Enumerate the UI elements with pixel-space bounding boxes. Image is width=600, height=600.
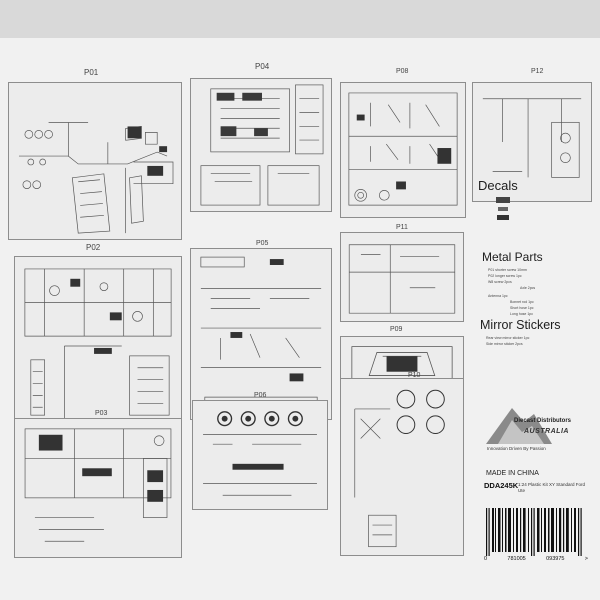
sprue-p02-drawing — [24, 268, 172, 420]
part-label-p08: P08 — [396, 68, 409, 75]
sprue-p01-drawing — [18, 122, 174, 234]
metal-item-5: Antenna 1pc — [488, 294, 508, 298]
metal-item-6: Bonnet rod 1pc — [510, 300, 534, 304]
sprue-p06 — [192, 400, 328, 510]
barcode-digits: 0 781005 093975 > — [484, 556, 588, 562]
part-label-p06: P06 — [254, 392, 267, 399]
brand-name-line1: Diecast Distributors — [514, 418, 572, 424]
product-sku: DDA245K — [484, 481, 519, 490]
sprue-p11 — [340, 232, 464, 322]
metal-item-3: W8 screw 2pcs — [488, 280, 512, 284]
instruction-sheet: P01 P0 — [0, 38, 600, 600]
product-description: 1:24 Plastic Kit XY Standard Ford Ute — [518, 482, 585, 493]
barcode-image — [486, 508, 582, 556]
sprue-p12-drawing — [482, 98, 582, 178]
part-label-p10: P10 — [408, 372, 421, 379]
metal-item-4: Axle 2pcs — [520, 286, 536, 290]
mirror-item-2: Side mirror sticker 2pcs — [486, 342, 523, 346]
brand-logo — [486, 408, 552, 444]
sprue-p08-drawing — [348, 92, 458, 206]
barcode-digit-group-2: 781005 — [507, 556, 526, 562]
sprue-p08 — [340, 82, 466, 218]
part-label-p05: P05 — [256, 240, 269, 247]
part-label-p03: P03 — [95, 410, 108, 417]
decals-heading: Decals — [478, 178, 518, 193]
sprue-p04-drawing — [200, 84, 324, 206]
sprue-p11-drawing — [348, 244, 456, 314]
barcode-digit-group-3: 093975 — [546, 556, 565, 562]
sprue-p03-drawing — [24, 428, 172, 542]
metal-parts-heading: Metal Parts — [482, 250, 543, 264]
part-label-p04: P04 — [255, 62, 270, 71]
metal-item-1: P01 shorter screw 10mm — [488, 268, 527, 272]
sprue-p05 — [190, 248, 332, 420]
metal-item-8: Long hose 1pc — [510, 312, 533, 316]
decal-sheet-icon — [496, 197, 510, 220]
sprue-p03 — [14, 418, 182, 558]
mirror-item-1: Rear view mirror sticker 1pc — [486, 336, 530, 340]
sprue-p01 — [8, 82, 182, 240]
part-label-p09: P09 — [390, 326, 403, 333]
brand-tagline: Innovation Driven By Passion — [487, 446, 546, 451]
made-in-label: MADE IN CHINA — [486, 470, 539, 477]
part-label-p02: P02 — [86, 243, 101, 252]
sprue-p12 — [472, 82, 592, 202]
brand-name-line2: AUSTRALIA — [524, 428, 569, 435]
barcode-digit-group-1: 0 — [484, 556, 488, 562]
sprue-p04 — [190, 78, 332, 212]
sprue-p06-drawing — [203, 411, 317, 496]
metal-item-7: Short hose 1pc — [510, 306, 534, 310]
part-label-p11: P11 — [396, 224, 408, 231]
part-label-p12: P12 — [531, 68, 544, 75]
part-label-p01: P01 — [84, 68, 99, 77]
sprue-p10-drawing — [354, 389, 445, 548]
sprue-p10 — [340, 378, 464, 556]
mirror-stickers-heading: Mirror Stickers — [480, 318, 561, 332]
metal-item-2: P02 longer screw 1pc — [488, 274, 522, 278]
barcode-digit-group-4: > — [584, 556, 588, 562]
sprue-p02 — [14, 256, 182, 434]
